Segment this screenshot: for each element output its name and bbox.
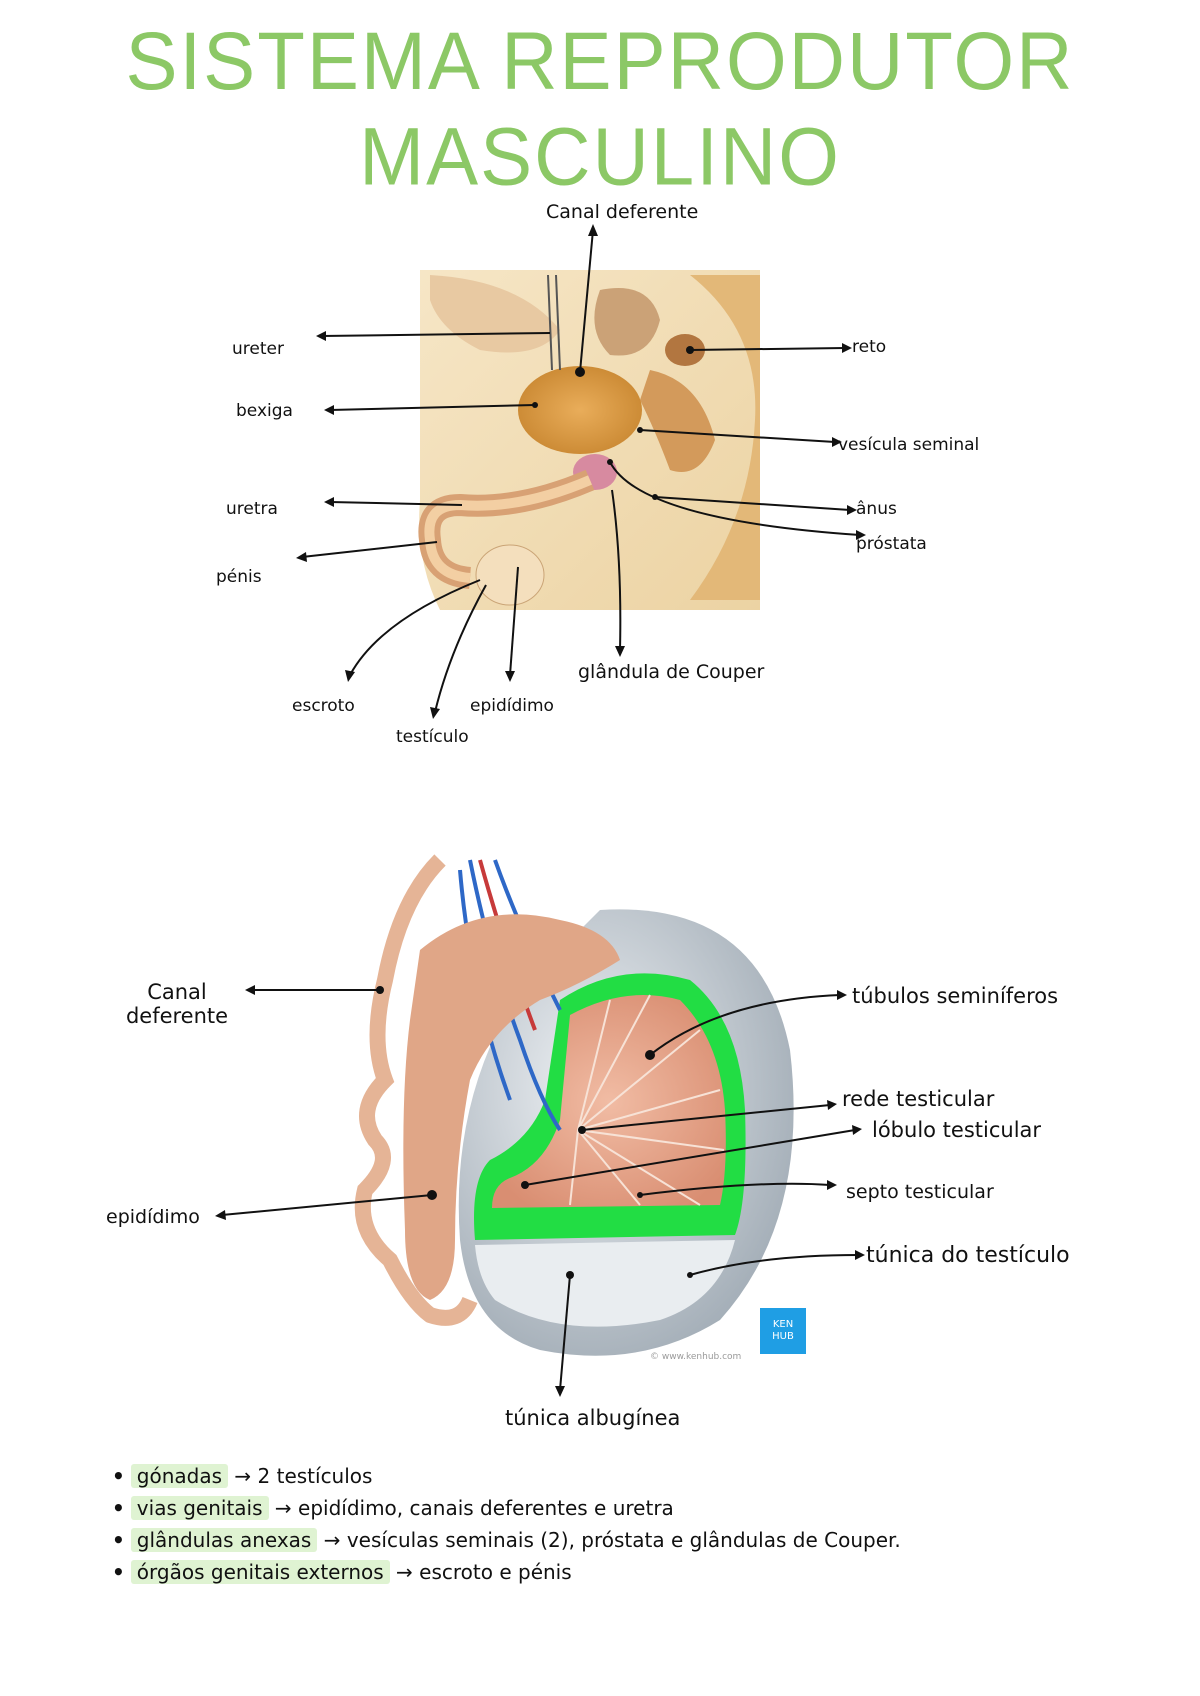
rectum-wall <box>640 370 715 472</box>
ureter-line <box>547 274 553 371</box>
urethra-inner <box>424 475 592 583</box>
epididymis <box>403 914 620 1300</box>
page-title: SISTEMA REPRODUTOR MASCULINO <box>125 14 1075 203</box>
bladder <box>518 366 642 454</box>
label-tunica-testiculo: túnica do testículo <box>866 1243 1070 1268</box>
label-uretra: uretra <box>226 499 278 519</box>
note-gonadas: •gónadas → 2 testículos <box>112 1464 373 1488</box>
label-anus: ânus <box>856 499 897 519</box>
tubules <box>492 995 726 1208</box>
note-orgaos-externos: •órgãos genitais externos → escroto e pé… <box>112 1560 572 1584</box>
label-penis: pénis <box>216 567 262 587</box>
label-canal-deferente: Canal deferente <box>546 201 699 223</box>
vas-line <box>555 274 561 371</box>
label-prostata: próstata <box>856 534 927 554</box>
intestine-loop <box>594 288 660 356</box>
label-escroto: escroto <box>292 696 355 716</box>
label-rede-testicular: rede testicular <box>842 1087 995 1111</box>
label-septo-testicular: septo testicular <box>846 1181 994 1203</box>
label-canal-deferente-2: Canal deferente <box>125 980 229 1029</box>
spine-curve <box>690 275 760 600</box>
label-lobulo-testicular: lóbulo testicular <box>872 1118 1042 1142</box>
vas-deferens <box>354 854 478 1326</box>
note-glandulas-anexas: •glândulas anexas → vesículas seminais (… <box>112 1528 901 1552</box>
label-vesicula-seminal: vesícula seminal <box>838 435 980 455</box>
note-vias-genitais: •vias genitais → epidídimo, canais defer… <box>112 1496 674 1520</box>
summary-notes: •gónadas → 2 testículos •vias genitais →… <box>112 1460 1112 1588</box>
label-reto: reto <box>852 337 887 357</box>
septa-lines <box>569 994 725 1206</box>
label-bexiga: bexiga <box>236 401 293 421</box>
lower-tunic <box>475 1240 735 1327</box>
label-tubulos-seminiferos: túbulos seminíferos <box>852 984 1059 1008</box>
label-testiculo: testículo <box>396 727 469 747</box>
image-credit: © www.kenhub.com <box>650 1352 742 1362</box>
testis <box>475 544 545 606</box>
rectum <box>665 334 705 366</box>
label-epididimo: epidídimo <box>470 696 554 716</box>
kenhub-logo: KEN HUB <box>760 1308 806 1354</box>
label-epididimo-2: epidídimo <box>106 1206 200 1228</box>
label-tunica-albuginea: túnica albugínea <box>505 1406 681 1430</box>
label-ureter: ureter <box>232 339 284 359</box>
label-glandula-couper: glândula de Couper <box>578 661 765 683</box>
